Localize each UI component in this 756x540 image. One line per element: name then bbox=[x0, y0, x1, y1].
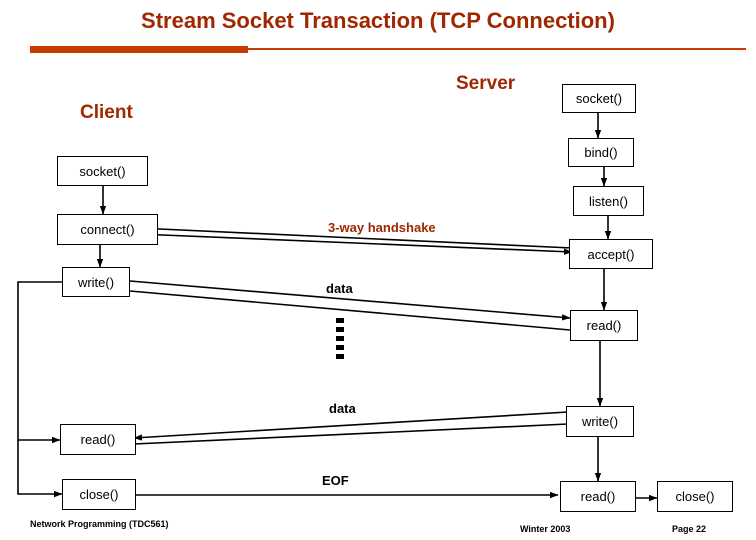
data-stream-dots bbox=[336, 318, 344, 359]
page-title: Stream Socket Transaction (TCP Connectio… bbox=[141, 8, 615, 33]
title-rule-thin bbox=[248, 48, 746, 50]
server-box-read-1[interactable]: read() bbox=[570, 310, 638, 341]
server-box-write[interactable]: write() bbox=[566, 406, 634, 437]
client-header: Client bbox=[80, 102, 133, 123]
server-box-bind[interactable]: bind() bbox=[568, 138, 634, 167]
server-box-listen[interactable]: listen() bbox=[573, 186, 644, 216]
client-box-write[interactable]: write() bbox=[62, 267, 130, 297]
server-box-accept[interactable]: accept() bbox=[569, 239, 653, 269]
title-rule-thick bbox=[30, 46, 248, 53]
footer-term: Winter 2003 bbox=[520, 524, 571, 534]
client-box-read[interactable]: read() bbox=[60, 424, 136, 455]
annotation-handshake: 3-way handshake bbox=[328, 220, 436, 235]
client-box-socket[interactable]: socket() bbox=[57, 156, 148, 186]
annotation-data-in: data bbox=[329, 401, 356, 416]
server-header: Server bbox=[456, 73, 516, 94]
annotation-data-out: data bbox=[326, 281, 353, 296]
server-box-read-2[interactable]: read() bbox=[560, 481, 636, 512]
server-box-close[interactable]: close() bbox=[657, 481, 733, 512]
annotation-eof: EOF bbox=[322, 473, 349, 488]
server-box-socket[interactable]: socket() bbox=[562, 84, 636, 113]
client-box-connect[interactable]: connect() bbox=[57, 214, 158, 245]
client-box-close[interactable]: close() bbox=[62, 479, 136, 510]
footer-page-number: Page 22 bbox=[672, 524, 707, 534]
footer-course: Network Programming (TDC561) bbox=[30, 519, 169, 529]
